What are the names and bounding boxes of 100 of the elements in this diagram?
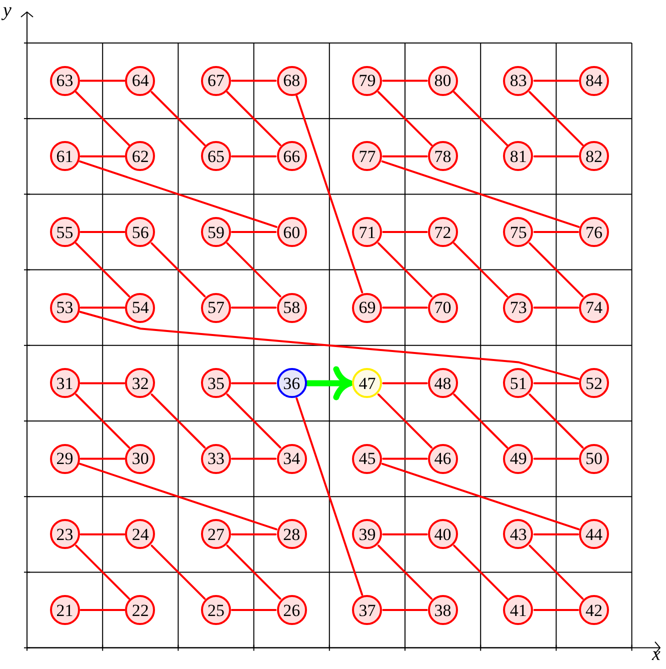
node-circle (428, 66, 458, 96)
connector-line (382, 458, 428, 460)
node-circle (579, 368, 609, 398)
node-circle (503, 519, 534, 550)
node-circle (428, 444, 458, 474)
node-circle (201, 292, 231, 323)
node-circle (201, 66, 231, 96)
connector-line (453, 91, 508, 146)
node-circle (503, 595, 534, 625)
node-circle (352, 66, 382, 96)
node-circle (50, 217, 80, 247)
connector-line (533, 306, 579, 309)
connector-line (231, 306, 277, 309)
connector-line (533, 155, 579, 158)
node-number: 29 (56, 450, 74, 468)
connector-line (79, 310, 580, 380)
node-circle (579, 595, 609, 625)
connector-line (382, 231, 428, 233)
connector-line (231, 609, 277, 611)
node-number: 59 (208, 224, 224, 240)
connector-line (382, 533, 428, 536)
node-number: 67 (208, 72, 224, 90)
connector-line (80, 231, 126, 233)
connector-line (381, 462, 580, 530)
node-number: 32 (132, 374, 149, 392)
node-circle (201, 217, 231, 247)
connector-line (226, 544, 282, 600)
node-circle (352, 519, 382, 550)
node-number: 58 (283, 299, 300, 316)
node-circle (125, 368, 156, 398)
node-number: 27 (208, 526, 224, 543)
node-circle (352, 217, 382, 247)
node-number: 43 (510, 526, 527, 543)
node-number: 30 (132, 450, 149, 468)
connector-line (80, 458, 126, 460)
node-number: 49 (510, 450, 527, 468)
connector-line (150, 91, 206, 146)
node-circle (50, 444, 80, 474)
node-circle (125, 141, 156, 172)
connector-line (533, 231, 579, 233)
node-circle (276, 141, 307, 172)
node-circle (276, 217, 307, 247)
connector-line (80, 609, 126, 611)
connector-line (231, 231, 277, 233)
node-number: 45 (358, 450, 376, 468)
node-circle (125, 66, 156, 96)
node-number: 42 (586, 602, 602, 618)
node-circle (201, 368, 231, 398)
node-circle (352, 444, 382, 474)
node-number: 72 (434, 224, 452, 240)
node-circle (125, 217, 156, 247)
node-circle (579, 141, 609, 172)
node-number: 41 (510, 602, 527, 618)
node-circle (579, 444, 609, 474)
node-number: 63 (56, 72, 74, 90)
connector-line (75, 242, 130, 298)
node-number: 21 (56, 602, 74, 618)
node-circle (579, 519, 609, 550)
connector-line (231, 155, 277, 158)
node-number: 40 (434, 526, 452, 543)
connector-line (75, 544, 130, 600)
connector-line (231, 458, 277, 460)
node-number: 24 (132, 526, 149, 543)
node-circle (503, 292, 534, 323)
connector-line (378, 394, 432, 448)
node-circle (276, 66, 307, 96)
connector-line (150, 242, 206, 298)
connector-line (231, 382, 277, 384)
connector-line (528, 394, 584, 448)
node-circle (50, 519, 80, 550)
node-circle (50, 595, 80, 625)
node-number: 61 (56, 148, 74, 165)
node-number: 62 (132, 148, 149, 165)
node-circle (201, 444, 231, 474)
node-number: 55 (56, 224, 74, 240)
node-number: 83 (510, 72, 527, 90)
node-number: 54 (132, 299, 149, 316)
node-number: 22 (132, 602, 149, 618)
connector-line (150, 544, 206, 600)
node-number: 39 (358, 526, 376, 543)
node-number: 68 (283, 72, 300, 90)
connector-line (533, 533, 579, 536)
connector-line (75, 394, 130, 448)
connector-line (453, 242, 508, 298)
node-circle (125, 444, 156, 474)
axis-label: y (3, 1, 12, 20)
node-number: 48 (434, 374, 452, 392)
node-circle (276, 519, 307, 550)
node-circle (352, 595, 382, 625)
node-circle (276, 444, 307, 474)
connector-line (80, 155, 126, 158)
node-number: 81 (510, 148, 527, 165)
axis-label: x (652, 645, 660, 664)
node-number: 51 (510, 374, 527, 392)
node-number: 57 (208, 299, 224, 316)
node-circle (352, 292, 382, 323)
node-circle (276, 368, 307, 398)
node-number: 44 (586, 526, 602, 543)
node-number: 31 (56, 374, 74, 392)
node-number: 82 (586, 148, 602, 165)
